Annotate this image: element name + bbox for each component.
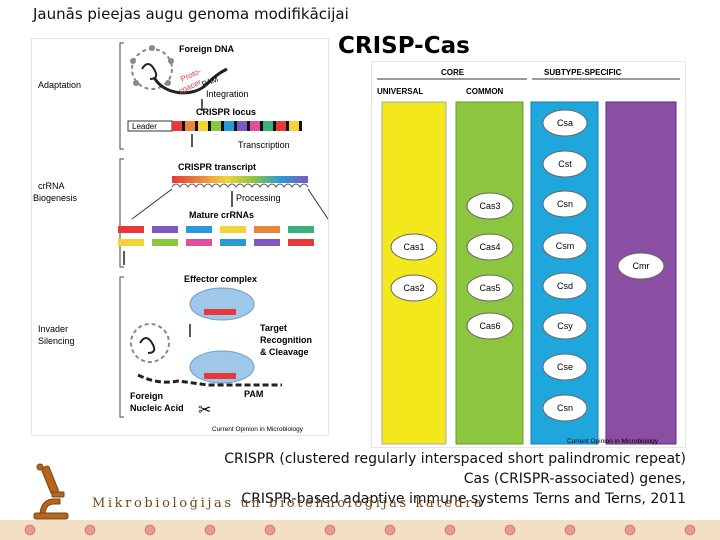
gene-csd: Csd <box>557 281 573 291</box>
cas-genes-figure: CORE SUBTYPE-SPECIFIC UNIVERSAL COMMON C… <box>371 61 686 448</box>
page-title: Jaunās pieejas augu genoma modifikācijai <box>33 5 349 23</box>
department-name: Mikrobioloģijas un biotehnoloģijas kated… <box>92 496 485 511</box>
universal-column <box>381 101 447 445</box>
gene-csa: Csa <box>557 118 573 128</box>
crispr-transcript <box>171 176 309 188</box>
stage-biogenesis-2: Biogenesis <box>33 193 78 203</box>
scissors-icon: ✂ <box>198 402 211 419</box>
microscope-icon <box>26 462 76 522</box>
crispr-mechanism-figure: Adaptation crRNA Biogenesis Invader Sile… <box>31 38 329 436</box>
gene-cas1: Cas1 <box>403 242 424 252</box>
processing-label: Processing <box>236 193 281 203</box>
gene-csy: Csy <box>557 321 573 331</box>
foreign-dna-label: Foreign DNA <box>179 44 234 54</box>
leader-label: Leader <box>132 122 157 131</box>
caption-line-3: CRISPR-based adaptive immune systems Ter… <box>241 491 686 507</box>
caption-line-2: Cas (CRISPR-associated) genes, <box>463 471 686 487</box>
phage-icon <box>130 45 174 90</box>
target-recognition-icon <box>189 350 255 384</box>
stage-biogenesis-1: crRNA <box>38 181 65 191</box>
gene-cse: Cse <box>557 362 573 372</box>
crispr-locus-label: CRISPR locus <box>196 107 256 117</box>
subtype-specific-label: SUBTYPE-SPECIFIC <box>544 68 622 77</box>
integration-label: Integration <box>206 89 249 99</box>
left-figure-credit: Current Opinion in Microbiology <box>212 426 304 433</box>
invader-phage-icon <box>130 323 170 363</box>
pam-label-2: PAM <box>244 389 263 399</box>
target-label-3: & Cleavage <box>260 347 309 357</box>
slide-heading: CRISP-Cas <box>338 33 470 59</box>
gene-cas2: Cas2 <box>403 283 424 293</box>
pam-label: PAM <box>201 75 220 89</box>
gene-cas4: Cas4 <box>479 242 500 252</box>
gene-csm: Csm <box>556 241 575 251</box>
gene-cst: Cst <box>558 159 572 169</box>
common-label: COMMON <box>466 87 504 96</box>
target-label-1: Target <box>260 323 287 333</box>
crispr-transcript-label: CRISPR transcript <box>178 162 256 172</box>
crispr-locus-array <box>172 121 302 131</box>
gene-csn-2: Csn <box>557 403 573 413</box>
gene-cas3: Cas3 <box>479 201 500 211</box>
stage-silencing-2: Silencing <box>38 336 75 346</box>
effector-complex-label: Effector complex <box>184 274 257 284</box>
universal-label: UNIVERSAL <box>377 87 423 96</box>
gene-cas5: Cas5 <box>479 283 500 293</box>
effector-complex-icon <box>189 287 255 321</box>
foreign-nucleic-label-2: Nucleic Acid <box>130 403 184 413</box>
caption-line-1: CRISPR (clustered regularly interspaced … <box>224 451 686 467</box>
gene-cmr: Cmr <box>633 261 650 271</box>
right-figure-credit: Current Opinion in Microbiology <box>567 438 659 445</box>
foreign-nucleic-label-1: Foreign <box>130 391 163 401</box>
gene-cas6: Cas6 <box>479 321 500 331</box>
target-label-2: Recognition <box>260 335 312 345</box>
decorative-footer-band <box>0 520 720 540</box>
mature-crrnas <box>118 226 314 246</box>
gene-csn: Csn <box>557 199 573 209</box>
core-label: CORE <box>441 68 465 77</box>
common-column <box>455 101 524 445</box>
stage-silencing-1: Invader <box>38 324 68 334</box>
stage-adaptation: Adaptation <box>38 80 81 90</box>
mature-crrnas-label: Mature crRNAs <box>189 210 254 220</box>
transcription-label: Transcription <box>238 140 290 150</box>
